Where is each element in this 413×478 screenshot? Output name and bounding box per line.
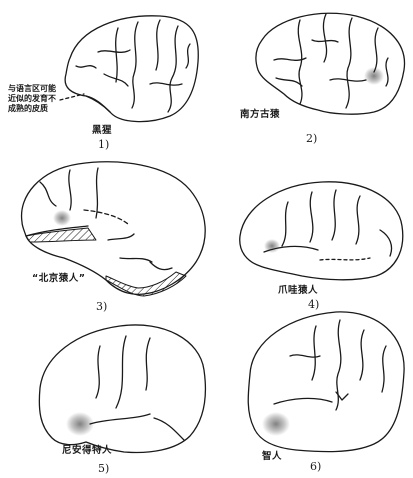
label-homo-sapiens: 智人 [262,448,282,462]
figure-number-3: 3) [96,300,107,313]
figure-number-4: 4) [308,298,319,311]
brain-neanderthal [39,325,205,453]
annotation-immature-cortex: 与语言区可能 近似的发育不 成熟的皮质 [8,84,56,114]
figure-number-6: 6) [310,460,321,473]
label-peking-man: “北京猿人” [32,270,86,284]
figure-number-5: 5) [98,462,109,475]
label-australopithecus: 南方古猿 [240,106,280,120]
brain-australopithecus [256,13,405,114]
label-neanderthal: 尼安得特人 [62,442,112,456]
figure-number-1: 1) [98,138,109,151]
brain-chimpanzee [60,16,198,122]
label-java-man: 爪哇猿人 [278,282,318,296]
brain-java-man [240,182,403,280]
label-chimpanzee: 黑猩 [92,122,112,136]
figure-number-2: 2) [306,132,317,145]
